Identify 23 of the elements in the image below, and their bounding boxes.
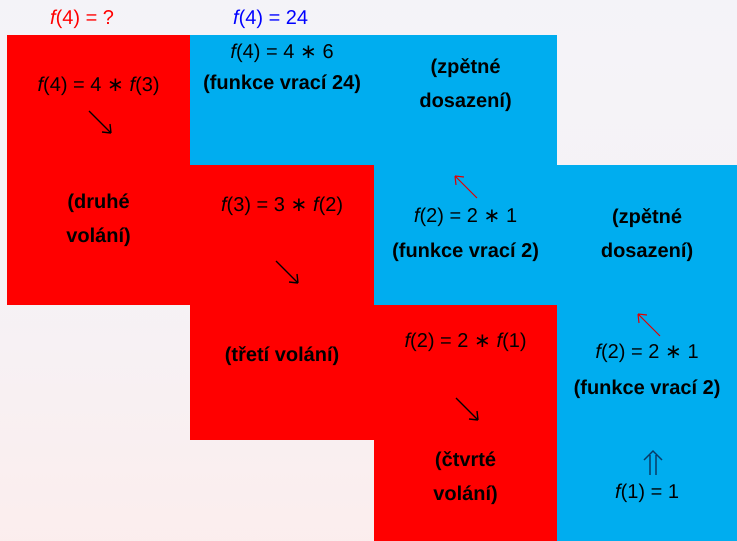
block-caption: (zpětné dosazení): [418, 55, 513, 114]
block-caption: (funkce vrací 2): [391, 239, 540, 264]
formula-text: f(3) = 3 ∗ f(2): [220, 193, 344, 218]
block-caption: (čtvrté volání): [432, 448, 499, 507]
call-block: [374, 305, 557, 541]
formula-text: f(4) = 4 ∗ 6: [229, 40, 335, 65]
formula-text: f(2) = 2 ∗ 1: [412, 204, 518, 229]
formula-text: f(2) = 2 ∗ 1: [594, 340, 700, 365]
formula-text: f(1) = 1: [614, 480, 680, 505]
call-block: [7, 35, 190, 305]
formula-text: f(4) = 4 ∗ f(3): [36, 73, 161, 98]
result-label: f(4) = ?: [50, 6, 114, 30]
formula-text: f(2) = 2 ∗ f(1): [403, 329, 528, 354]
result-label: f(4) = 24: [233, 6, 308, 30]
return-block: [374, 35, 557, 305]
return-block: [190, 35, 374, 165]
block-caption: (funkce vrací 24): [202, 71, 362, 96]
call-block: [190, 165, 374, 440]
block-caption: (funkce vrací 2): [572, 376, 722, 401]
block-caption: (zpětné dosazení): [600, 205, 694, 264]
block-caption: (druhé volání): [65, 190, 132, 249]
block-caption: (třetí volání): [224, 343, 340, 368]
return-block: [557, 165, 737, 541]
